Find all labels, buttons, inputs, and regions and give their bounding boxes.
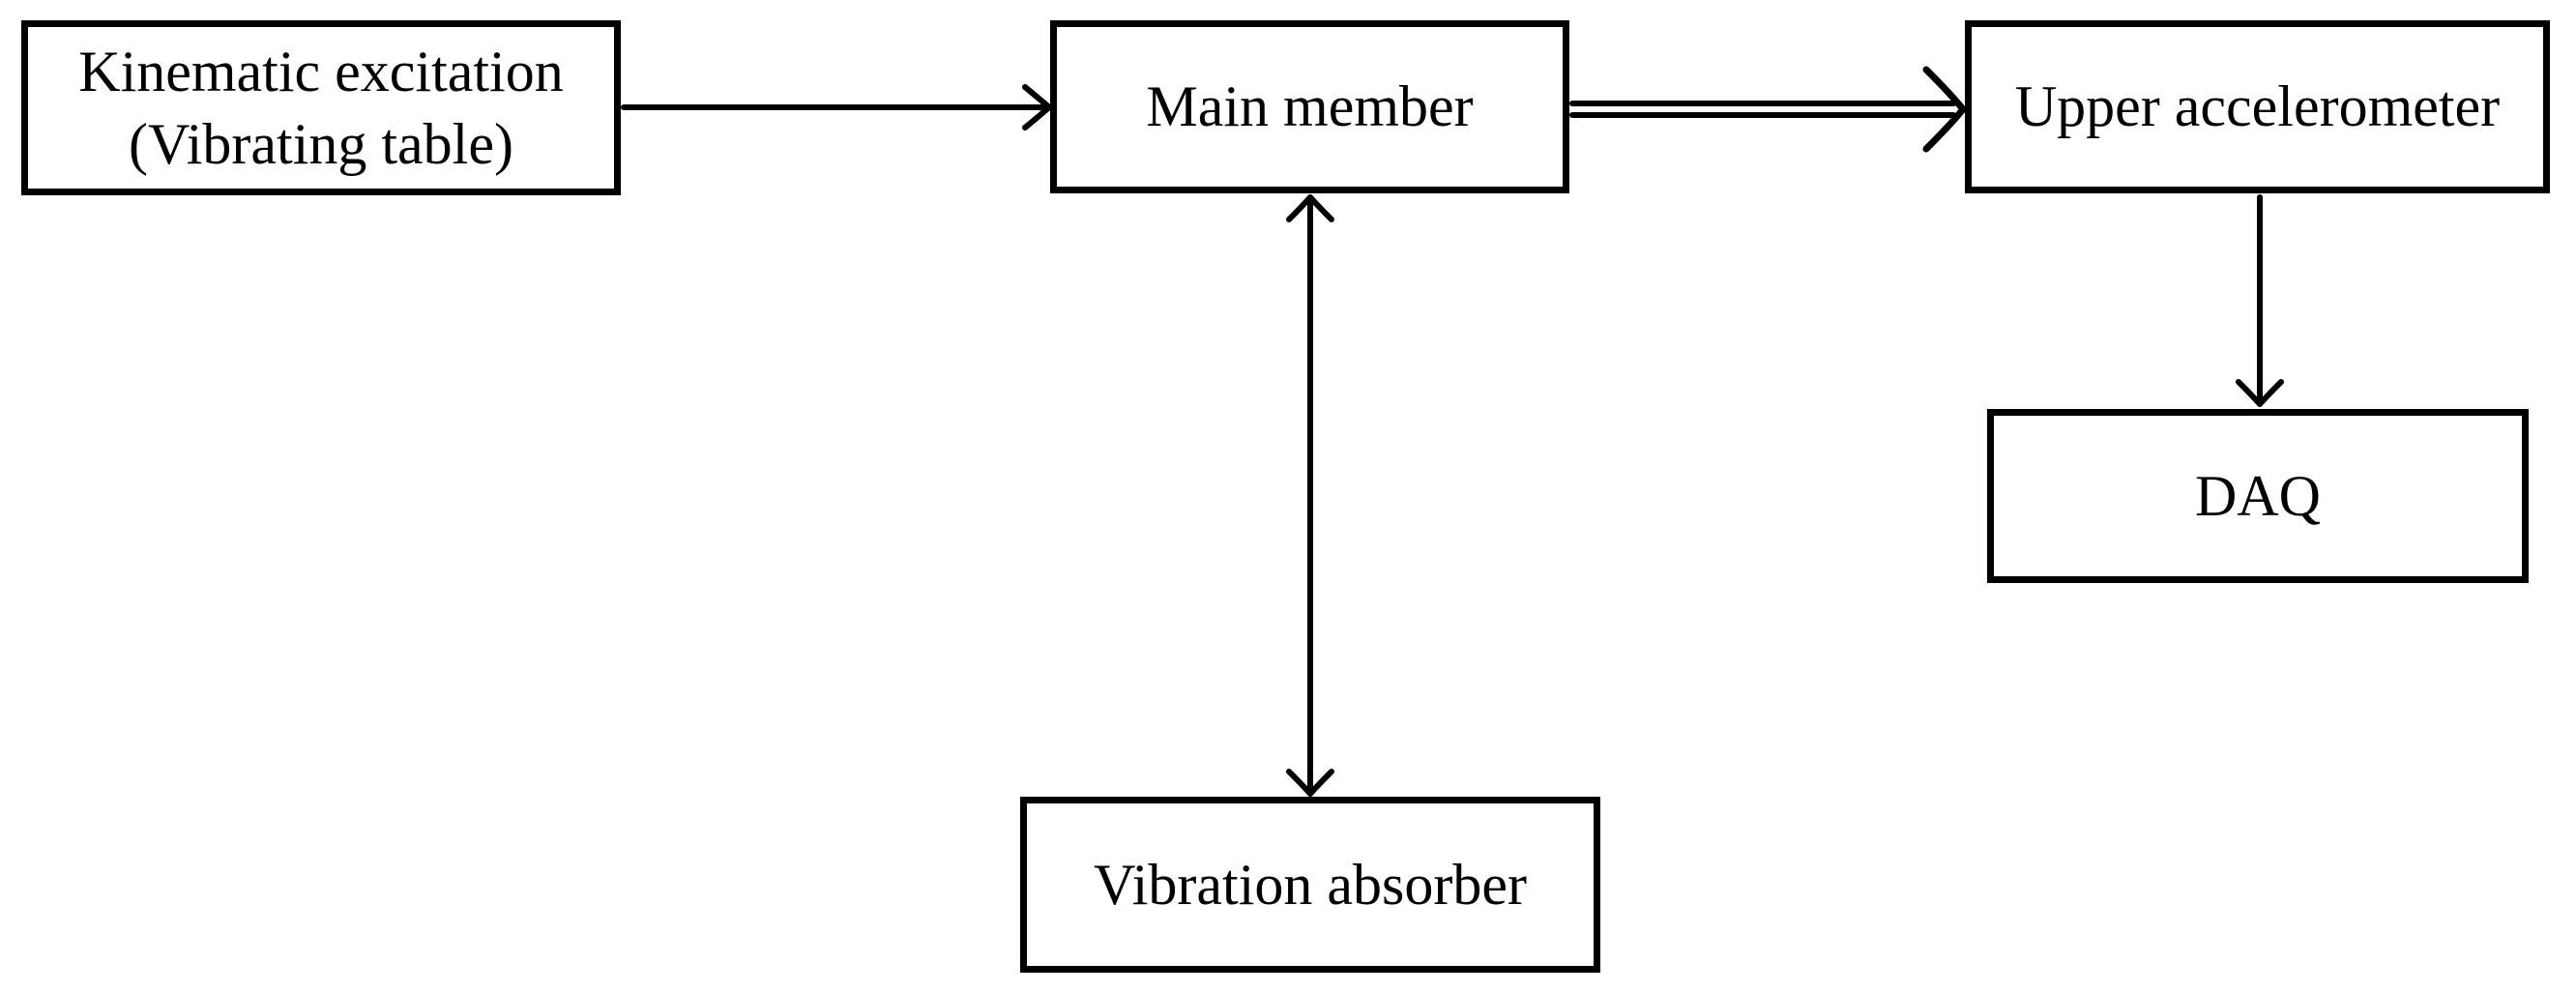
double-headed-arrow-main-absorber <box>1286 194 1334 797</box>
node-daq: DAQ <box>1987 409 2529 583</box>
arrow-upper-to-daq <box>2236 194 2284 407</box>
node-daq-label: DAQ <box>2195 463 2321 528</box>
node-main-member-label: Main member <box>1146 74 1474 138</box>
node-upper-accelerometer-label: Upper accelerometer <box>2014 74 2501 138</box>
node-kinematic-excitation: Kinematic excitation (Vibrating table) <box>21 20 621 195</box>
node-vibration-absorber: Vibration absorber <box>1020 797 1600 973</box>
node-vibration-absorber-label: Vibration absorber <box>1094 852 1527 917</box>
arrowhead-implies-icon <box>1922 66 1967 153</box>
node-main-member: Main member <box>1050 20 1569 193</box>
double-arrow-main-to-upper <box>1569 66 1967 153</box>
arrowhead-right-icon <box>1022 84 1052 131</box>
node-upper-accelerometer: Upper accelerometer <box>1965 20 2550 193</box>
node-kinematic-excitation-label-line1: Kinematic excitation <box>78 39 564 103</box>
arrowhead-down-icon <box>1286 769 1334 797</box>
arrow-kinematic-to-main <box>621 84 1052 131</box>
arrowhead-up-icon <box>1286 194 1334 222</box>
node-kinematic-excitation-label-line2: (Vibrating table) <box>129 111 513 176</box>
arrowhead-down-icon <box>2236 379 2284 407</box>
